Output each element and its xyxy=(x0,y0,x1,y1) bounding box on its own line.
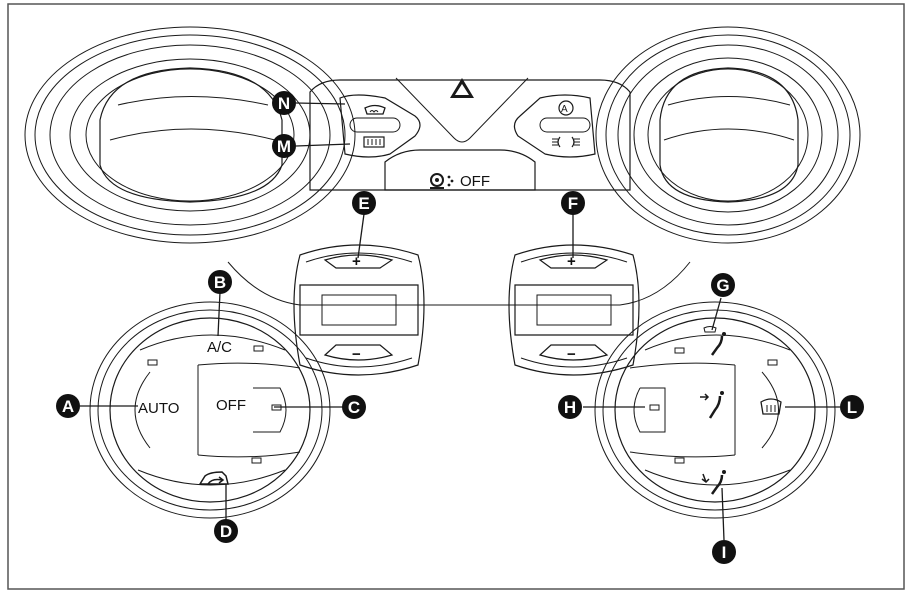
recirculation-off-icon xyxy=(430,173,454,189)
callout-N: N xyxy=(272,91,296,115)
callout-M: M xyxy=(272,134,296,158)
callout-D: D xyxy=(214,519,238,543)
airflow-face-button[interactable] xyxy=(633,385,730,435)
left-temp-decrease-button[interactable]: − xyxy=(323,344,394,363)
right-air-vent xyxy=(595,26,861,244)
svg-text:C: C xyxy=(348,398,360,417)
airflow-feet-windscreen-button[interactable] xyxy=(650,325,740,360)
callout-I: I xyxy=(712,540,736,564)
callout-B: B xyxy=(208,270,232,294)
recirculation-button[interactable] xyxy=(190,457,280,500)
callout-C: C xyxy=(342,395,366,419)
svg-text:M: M xyxy=(277,137,291,156)
leader-lines xyxy=(80,102,840,541)
feet-indicator-led xyxy=(674,457,685,464)
max-defrost-indicator-led xyxy=(767,359,778,366)
svg-text:I: I xyxy=(722,543,727,562)
diagram-frame xyxy=(7,3,905,590)
auto-button[interactable]: AUTO xyxy=(118,359,193,449)
svg-text:N: N xyxy=(278,94,290,113)
recirculation-off-button[interactable]: OFF xyxy=(384,149,536,191)
airflow-feet-icon xyxy=(701,470,726,495)
left-temp-plus-label: + xyxy=(352,253,361,270)
svg-text:L: L xyxy=(847,398,857,417)
hazard-triangle-icon xyxy=(450,78,474,98)
recirculation-icon xyxy=(198,471,229,485)
hazard-button[interactable] xyxy=(440,76,484,106)
climate-off-label: OFF xyxy=(216,397,246,414)
center-trim xyxy=(227,261,691,306)
svg-text:F: F xyxy=(568,194,578,213)
auto-indicator-led xyxy=(147,359,158,366)
svg-text:A: A xyxy=(62,397,74,416)
callout-L: L xyxy=(840,395,864,419)
airflow-feet-button[interactable] xyxy=(650,457,740,500)
auto-label: AUTO xyxy=(138,400,179,417)
auto-headlight-fog-button[interactable]: A xyxy=(513,94,596,158)
callout-H: H xyxy=(558,395,582,419)
fan-off-label: OFF xyxy=(460,173,490,190)
right-temp-decrease-button[interactable]: − xyxy=(538,344,609,363)
auto-headlight-icon: A xyxy=(558,100,574,116)
feet-windscreen-indicator-led xyxy=(674,347,685,354)
face-indicator-led xyxy=(649,404,660,411)
right-temp-plus-label: + xyxy=(567,253,576,270)
max-defrost-button[interactable] xyxy=(740,359,805,449)
left-temp-increase-button[interactable]: + xyxy=(323,253,394,270)
right-airflow-dial xyxy=(594,301,836,519)
svg-text:B: B xyxy=(214,273,226,292)
svg-text:H: H xyxy=(564,398,576,417)
ac-button[interactable]: A/C xyxy=(190,330,280,360)
ac-label: A/C xyxy=(207,339,232,356)
callout-A: A xyxy=(56,394,80,418)
right-temp-increase-button[interactable]: + xyxy=(538,253,609,270)
left-temp-minus-label: − xyxy=(352,346,361,363)
climate-off-button[interactable]: OFF xyxy=(205,385,290,435)
windscreen-demist-icon xyxy=(364,104,386,115)
fog-light-icon xyxy=(552,136,580,148)
ac-indicator-led xyxy=(253,345,264,352)
windscreen-rear-demist-button[interactable] xyxy=(339,94,421,158)
svg-text:A: A xyxy=(561,104,568,115)
rear-window-heat-icon xyxy=(363,136,385,148)
callout-F: F xyxy=(561,191,585,215)
right-temperature-selector: + − xyxy=(508,244,640,376)
right-temp-minus-label: − xyxy=(567,346,576,363)
max-defrost-icon xyxy=(760,398,782,415)
left-climate-dial: A/C AUTO OFF xyxy=(89,301,331,519)
airflow-face-icon xyxy=(700,391,724,419)
left-temp-display xyxy=(299,284,419,336)
callout-E: E xyxy=(352,191,376,215)
svg-text:G: G xyxy=(716,276,729,295)
svg-text:E: E xyxy=(358,194,369,213)
recirculation-indicator-led xyxy=(251,457,262,464)
callout-G: G xyxy=(711,273,735,297)
svg-text:D: D xyxy=(220,522,232,541)
right-temp-display xyxy=(514,284,634,336)
left-air-vent xyxy=(24,26,356,244)
center-top-panel: OFF A xyxy=(309,76,631,191)
